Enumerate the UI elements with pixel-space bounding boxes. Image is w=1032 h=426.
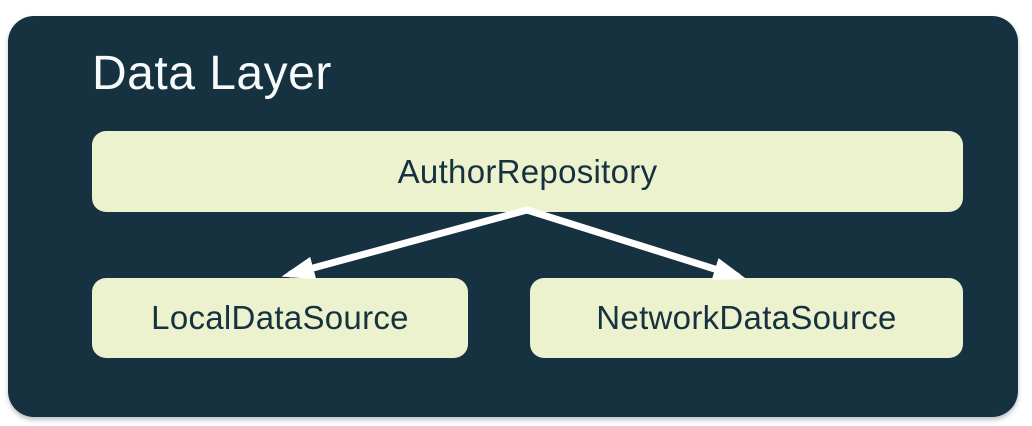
node-author-repository: AuthorRepository xyxy=(92,131,963,212)
data-layer-title: Data Layer xyxy=(92,47,332,100)
node-local-data-source-label: LocalDataSource xyxy=(151,299,409,336)
node-local-data-source: LocalDataSource xyxy=(92,278,468,358)
data-layer-card: Data Layer AuthorRepository LocalDataSou… xyxy=(8,16,1018,417)
node-author-repository-label: AuthorRepository xyxy=(397,152,658,190)
node-network-data-source: NetworkDataSource xyxy=(530,278,963,358)
node-network-data-source-label: NetworkDataSource xyxy=(596,299,897,336)
